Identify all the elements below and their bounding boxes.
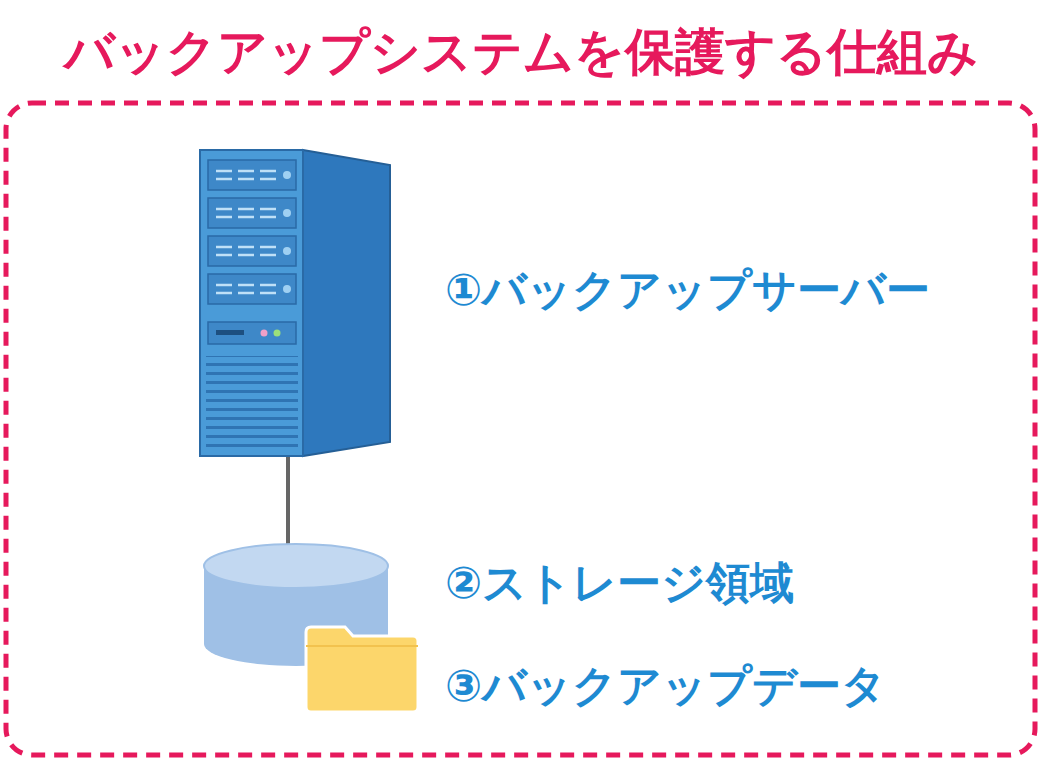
server-illustration bbox=[200, 150, 390, 456]
dashed-frame bbox=[6, 103, 1035, 755]
diagram-title: バックアップシステムを保護する仕組み bbox=[64, 22, 978, 82]
part-label: ②ストレージ領域 bbox=[445, 557, 794, 610]
cable bbox=[286, 452, 290, 548]
part-label: ③バックアップデータ bbox=[445, 660, 886, 713]
part-label: ①バックアップサーバー bbox=[445, 264, 930, 317]
folder-icon bbox=[306, 627, 418, 712]
